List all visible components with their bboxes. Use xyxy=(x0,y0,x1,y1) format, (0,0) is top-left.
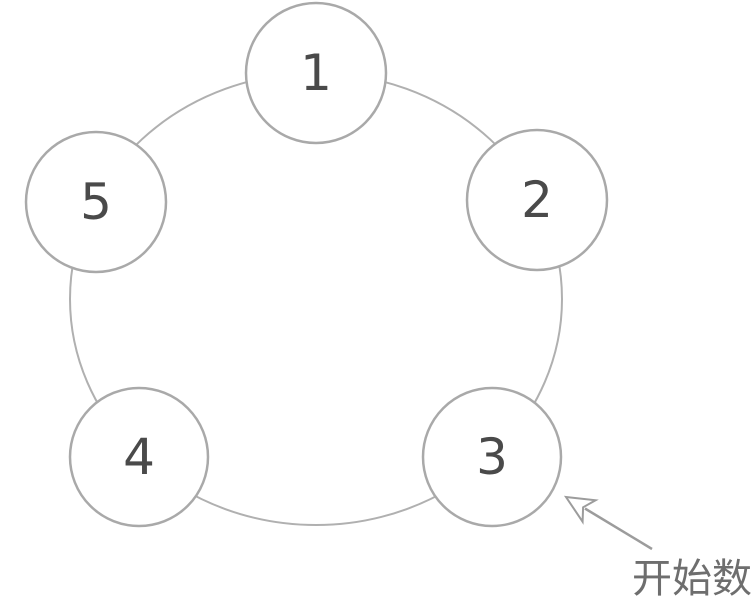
node-5-circle xyxy=(24,130,168,274)
annotation-start-label: 开始数 xyxy=(632,556,751,602)
start-arrow xyxy=(563,495,653,551)
node-3-label: 3 xyxy=(476,428,508,486)
node-2: 2 xyxy=(465,128,609,272)
node-2-label: 2 xyxy=(521,171,553,229)
node-3-circle xyxy=(421,386,563,528)
node-4-circle xyxy=(68,386,210,528)
start-arrow-shaft xyxy=(584,507,653,551)
node-2-circle xyxy=(465,128,609,272)
start-arrow-head xyxy=(563,495,599,525)
node-4-label: 4 xyxy=(123,428,155,486)
node-5: 5 xyxy=(24,130,168,274)
node-5-label: 5 xyxy=(80,173,112,231)
node-4: 4 xyxy=(68,386,210,528)
node-1-circle xyxy=(244,1,388,145)
node-3: 3 xyxy=(421,386,563,528)
node-1: 1 xyxy=(244,1,388,145)
node-1-label: 1 xyxy=(300,44,332,102)
